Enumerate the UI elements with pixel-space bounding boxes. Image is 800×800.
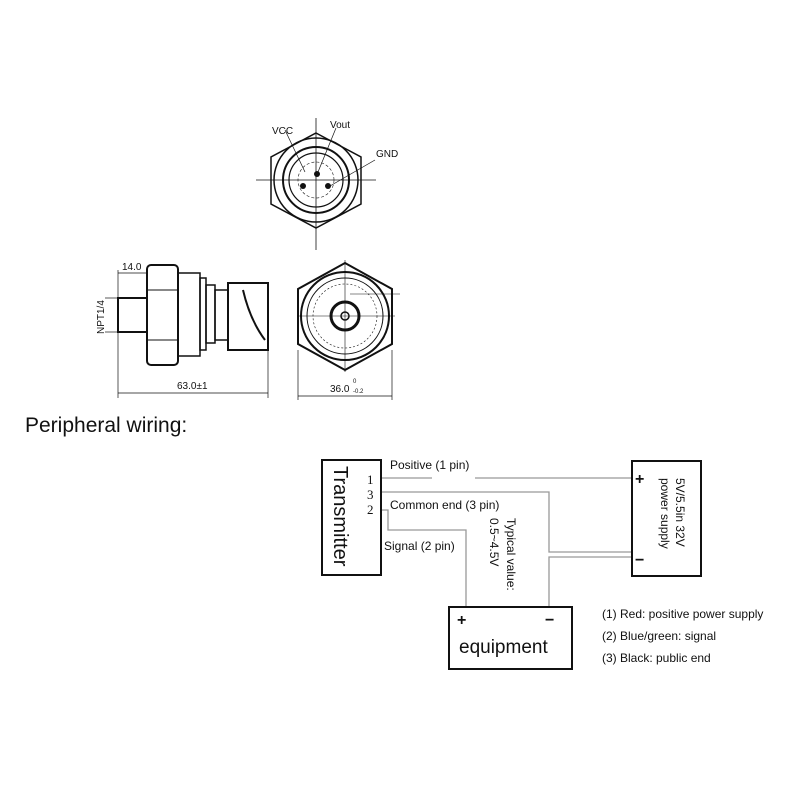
power-plus: + — [635, 471, 644, 488]
transmitter-label: Transmitter — [329, 466, 351, 567]
typical-value-range: 0.5~4.5V — [487, 518, 501, 566]
hex-size-dim: 36.0 — [330, 384, 350, 395]
sensor-front-view — [297, 260, 400, 400]
signal-wire-label: Signal (2 pin) — [384, 539, 455, 553]
positive-wire-label: Positive (1 pin) — [390, 458, 469, 472]
pin-number-1: 1 — [367, 472, 374, 487]
transmitter-box — [321, 459, 382, 576]
thread-dim: NPT1/4 — [96, 300, 107, 334]
sensor-side-view — [105, 264, 269, 398]
connector-top-view — [256, 118, 376, 250]
power-minus: − — [635, 552, 644, 569]
gnd-label: GND — [376, 149, 398, 160]
equipment-plus: + — [457, 612, 466, 629]
vout-label: Vout — [330, 120, 350, 131]
equipment-minus: − — [545, 612, 554, 629]
common-wire-label: Common end (3 pin) — [390, 498, 499, 512]
legend-item-black: (3) Black: public end — [602, 651, 711, 665]
pin-number-2: 2 — [367, 502, 374, 517]
power-supply-voltage: 5V/5.5in 32V — [673, 478, 687, 547]
pin-number-3: 3 — [367, 487, 374, 502]
typical-value-label: Typical value: — [504, 518, 518, 591]
hex-tolerance-lower: -0.2 — [353, 389, 364, 395]
power-supply-box — [631, 460, 702, 577]
equipment-box — [448, 606, 573, 670]
wires — [381, 477, 632, 607]
vcc-label: VCC — [272, 126, 293, 137]
wiring-title: Peripheral wiring: — [25, 414, 187, 437]
thread-length-dim: 14.0 — [122, 262, 142, 273]
equipment-label: equipment — [459, 637, 548, 658]
legend-item-red: (1) Red: positive power supply — [602, 607, 763, 621]
legend-item-blue-green: (2) Blue/green: signal — [602, 629, 716, 643]
power-supply-label: power supply — [658, 478, 672, 549]
total-length-dim: 63.0±1 — [177, 381, 208, 392]
hex-tolerance-upper: 0 — [353, 379, 357, 385]
